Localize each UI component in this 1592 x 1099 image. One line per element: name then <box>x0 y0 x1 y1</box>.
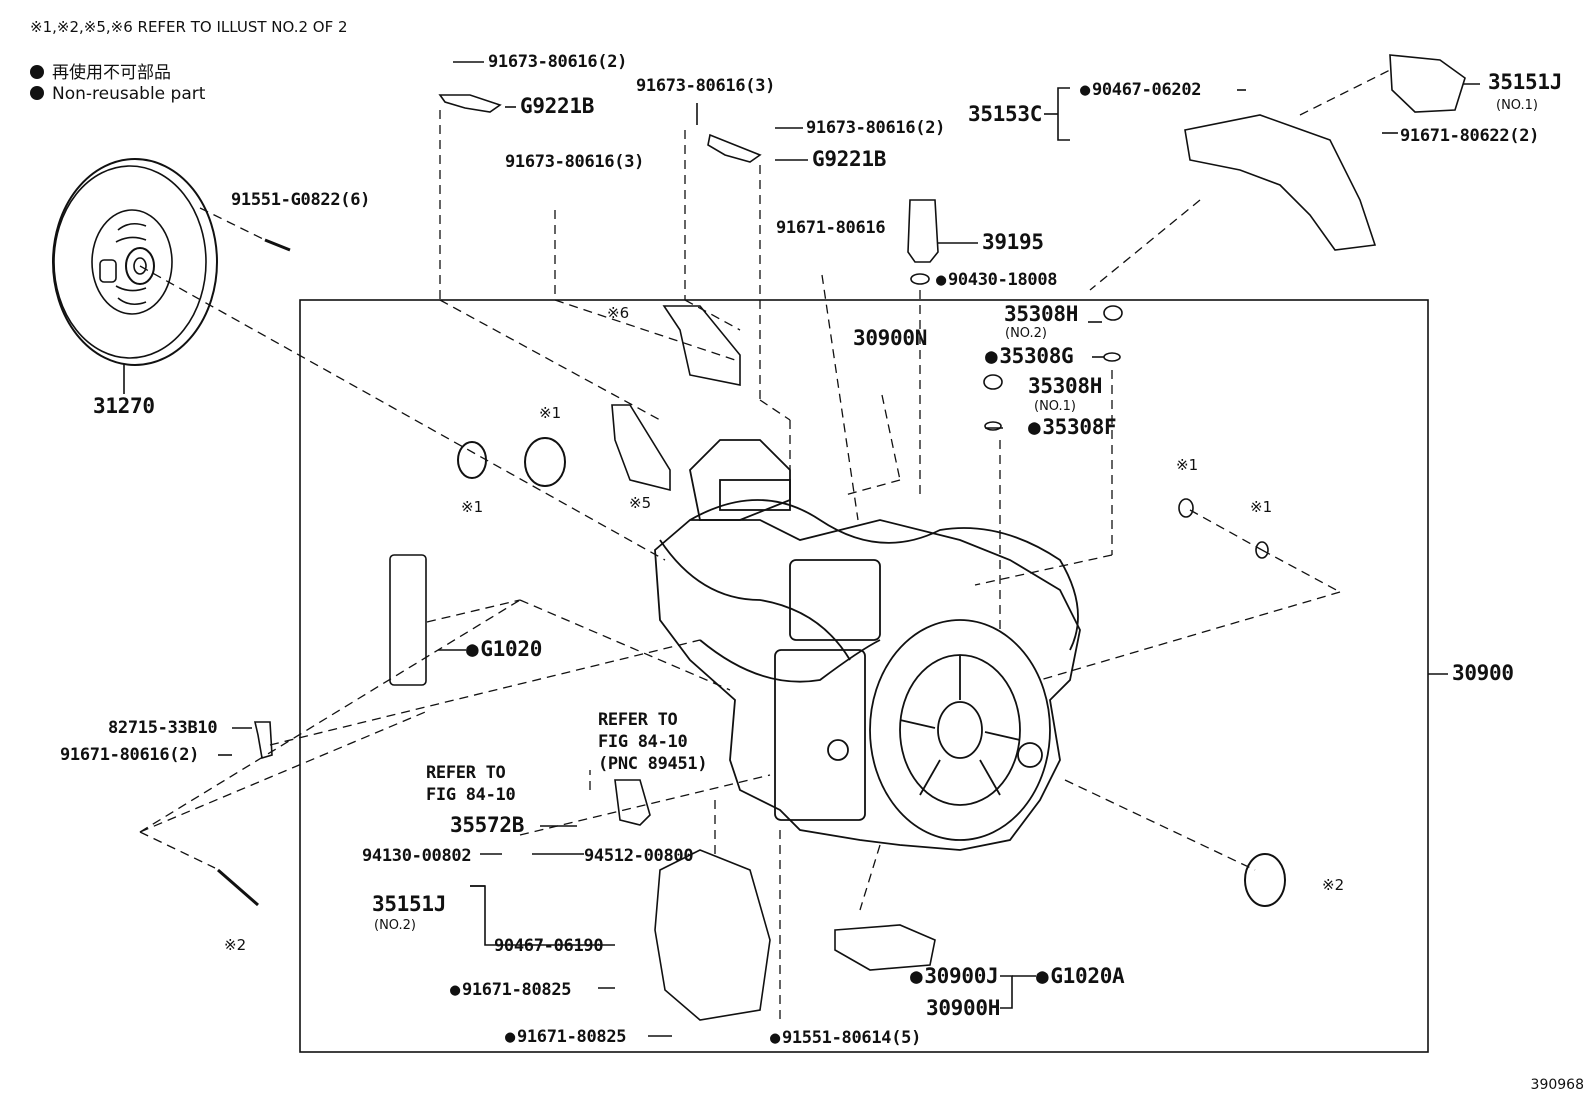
legend-item-jp: 再使用不可部品 <box>30 58 171 83</box>
part-label-31270: 31270 <box>93 394 155 418</box>
part-label-39195: 39195 <box>982 230 1044 254</box>
part-label-35151j-top: 35151J <box>1488 70 1563 94</box>
part-label-30900j: 30900J <box>910 966 998 987</box>
legend-item-en: Non-reusable part <box>30 84 205 104</box>
part-sublabel-35308h-no1: (NO.1) <box>1034 399 1076 414</box>
bolt-x2 <box>217 868 259 907</box>
note-x1-b: ※1 <box>539 404 562 422</box>
note-x6: ※6 <box>607 304 630 322</box>
bolt-91551-g0822 <box>264 238 291 252</box>
sensor-35572b <box>614 779 651 826</box>
note-x5: ※5 <box>629 494 652 512</box>
part-label-91671-80622: 91671-80622(2) <box>1400 126 1540 146</box>
part-label-g1020: G1020 <box>466 639 542 660</box>
part-sublabel-35308h-no2: (NO.2) <box>1005 326 1047 341</box>
part-label-91671-80616-2: 91671-80616(2) <box>60 745 200 765</box>
part-label-g9221b-a: G9221B <box>520 94 595 118</box>
part-sublabel-35151j-bot: (NO.2) <box>374 918 416 933</box>
clutch-disc-31270 <box>52 158 218 366</box>
shift-lever-g1020 <box>389 554 427 686</box>
note-x2-b: ※2 <box>224 936 247 954</box>
gasket-x1-d <box>1255 541 1269 559</box>
part-label-82715-33b10: 82715-33B10 <box>108 718 218 738</box>
part-sublabel-35151j-top: (NO.1) <box>1496 98 1538 113</box>
part-label-35308g: 35308G <box>985 346 1073 367</box>
oil-pipe-x5 <box>611 404 671 492</box>
bracket-82715 <box>253 721 273 760</box>
refer-to-fig-l1: REFER TO <box>598 710 678 730</box>
transaxle-assembly <box>654 439 1081 851</box>
oil-pipe-x6 <box>662 305 741 386</box>
oil-seal-x2 <box>1244 853 1286 907</box>
gasket-35308g <box>1103 352 1121 362</box>
part-label-30900n: 30900N <box>853 326 928 350</box>
bracket-g9221b-upper <box>438 94 502 113</box>
part-label-91673-b: 91673-80616(3) <box>636 76 776 96</box>
note-x1-c: ※1 <box>1176 456 1199 474</box>
part-label-30900: 30900 <box>1452 661 1514 685</box>
part-label-91673-a: 91673-80616(2) <box>488 52 628 72</box>
note-x2-a: ※2 <box>1322 876 1345 894</box>
refer-to-fig-2-l1: REFER TO <box>426 763 506 783</box>
part-label-35151j-bot: 35151J <box>372 892 447 916</box>
cover-35151j-no1 <box>1389 54 1466 113</box>
oil-seal-x1-a <box>457 441 487 479</box>
plug-35308h-no2 <box>1103 305 1123 321</box>
part-label-30900h: 30900H <box>926 996 1001 1020</box>
cover-35153c <box>1184 114 1377 251</box>
gasket-90430 <box>910 273 930 285</box>
refer-to-fig-l2: FIG 84-10 <box>598 732 688 752</box>
plug-35308h-no1 <box>983 374 1003 390</box>
note-x1-d: ※1 <box>1250 498 1273 516</box>
part-label-94130-00802: 94130-00802 <box>362 846 472 866</box>
part-label-90430-18008: 90430-18008 <box>936 270 1058 290</box>
bracket-g9221b-lower <box>707 133 762 163</box>
part-label-90467-06202: 90467-06202 <box>1080 80 1202 100</box>
oil-seal-x1-b <box>524 437 566 487</box>
part-label-90467-06190: 90467-06190 <box>494 936 604 956</box>
bullet-icon <box>30 86 44 100</box>
part-label-91673-d: 91673-80616(2) <box>806 118 946 138</box>
cover-35151j-no2 <box>654 849 771 1021</box>
part-label-91551-80614: 91551-80614(5) <box>770 1028 921 1048</box>
figure-number: 390968 <box>1530 1077 1584 1093</box>
part-label-g9221b-b: G9221B <box>812 147 887 171</box>
refer-note: ※1,※2,※5,※6 REFER TO ILLUST NO.2 OF 2 <box>30 18 348 36</box>
part-label-35308f: 35308F <box>1028 417 1116 438</box>
plug-x1-c <box>1178 498 1194 518</box>
part-label-91673-c: 91673-80616(3) <box>505 152 645 172</box>
legend-text-jp: 再使用不可部品 <box>52 63 171 83</box>
part-label-g1020a: G1020A <box>1036 966 1124 987</box>
part-label-91671-80825-a: 91671-80825 <box>450 980 572 1000</box>
assembly-frame <box>299 299 1429 1053</box>
legend-text-en: Non-reusable part <box>52 84 206 104</box>
part-label-35572b: 35572B <box>450 813 525 837</box>
note-x1-a: ※1 <box>461 498 484 516</box>
part-label-94512-00800: 94512-00800 <box>584 846 694 866</box>
sensor-39195 <box>907 199 939 263</box>
part-label-91551-g0822: 91551-G0822(6) <box>231 190 371 210</box>
part-label-91671-80616: 91671-80616 <box>776 218 886 238</box>
part-label-35153c: 35153C <box>968 102 1043 126</box>
part-label-91671-80825-b: 91671-80825 <box>505 1027 627 1047</box>
part-label-35308h-no2: 35308H <box>1004 302 1079 326</box>
bullet-icon <box>30 65 44 79</box>
refer-to-fig-l3: (PNC 89451) <box>598 754 708 774</box>
part-label-35308h-no1: 35308H <box>1028 374 1103 398</box>
gasket-35308f <box>984 421 1002 431</box>
refer-to-fig-2-l2: FIG 84-10 <box>426 785 516 805</box>
